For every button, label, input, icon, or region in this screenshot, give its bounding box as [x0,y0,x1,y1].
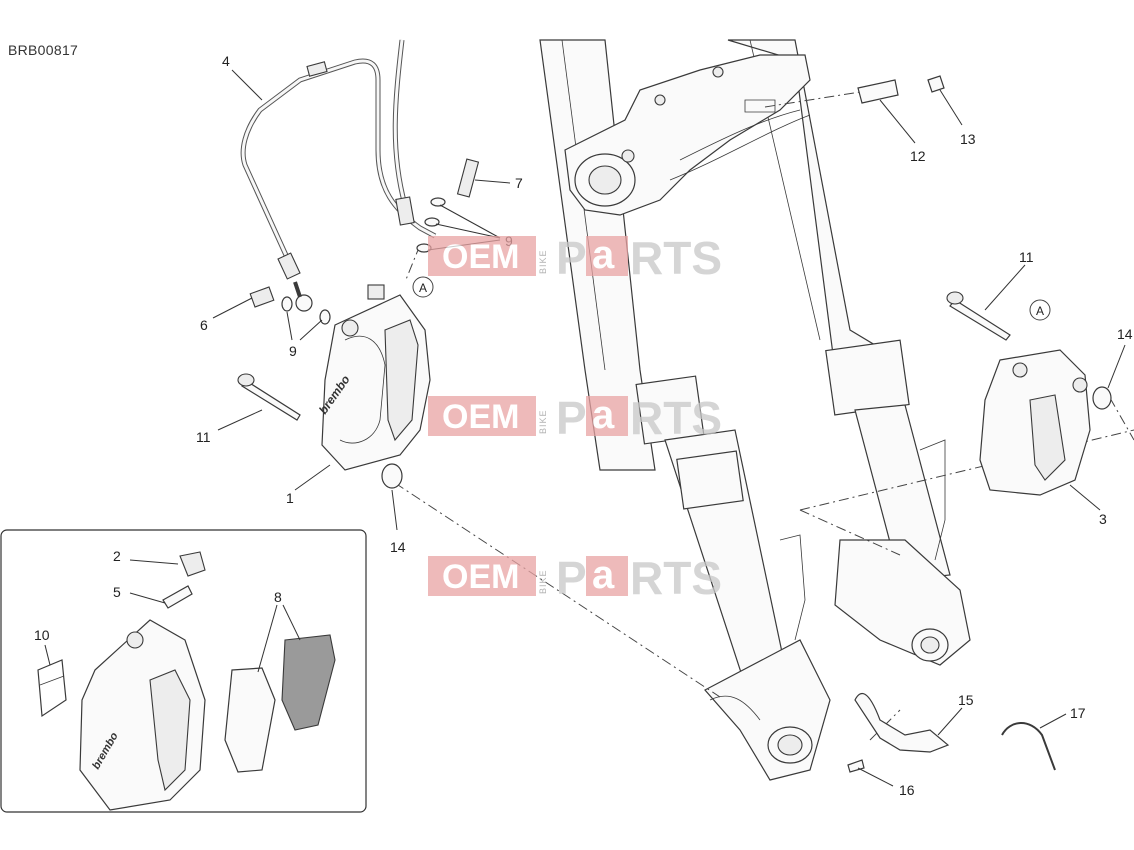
reference-marks: A A [412,276,1051,321]
callout-9-bottom: 9 [289,343,297,359]
fork-assembly [539,39,971,781]
svg-text:BIKE: BIKE [538,569,548,594]
svg-text:OEM: OEM [442,558,519,596]
callout-3: 3 [1099,511,1107,527]
hardware [237,75,1112,773]
brake-hose [240,39,437,312]
svg-text:P: P [556,232,587,284]
svg-text:a: a [592,553,615,597]
callout-13: 13 [960,131,976,147]
svg-text:RTS: RTS [630,392,722,444]
right-brake-caliper [979,349,1091,496]
callout-12: 12 [910,148,926,164]
svg-text:P: P [556,552,587,604]
svg-text:a: a [592,393,615,437]
callout-4: 4 [222,53,230,69]
diagram-code: BRB00817 [8,42,79,58]
callout-2: 2 [113,548,121,564]
callout-14-left: 14 [390,539,406,555]
watermark-bottom: OEM BIKE P a RTS [428,552,722,604]
callout-10: 10 [34,627,50,643]
callout-5: 5 [113,584,121,600]
watermark-middle: OEM BIKE P a RTS [428,392,722,444]
callout-11-left: 11 [196,429,211,445]
leader-lines [44,69,1126,787]
svg-text:BIKE: BIKE [538,249,548,274]
inset-panel: brembo [0,529,367,813]
callout-15: 15 [958,692,974,708]
watermark-top: OEM BIKE P a RTS [428,232,722,284]
callout-17: 17 [1070,705,1086,721]
callout-1: 1 [286,490,294,506]
svg-text:RTS: RTS [630,232,722,284]
callouts: 4 6 7 9 9 11 1 14 12 13 11 14 3 2 5 8 10… [34,53,1133,798]
svg-text:a: a [592,233,615,277]
callout-6: 6 [200,317,208,333]
callout-7: 7 [515,175,523,191]
svg-text:RTS: RTS [630,552,722,604]
callout-8: 8 [274,589,282,605]
svg-text:P: P [556,392,587,444]
callout-14-right: 14 [1117,326,1133,342]
ref-mark-left: A [419,281,427,295]
watermarks: OEM BIKE P a RTS OEM BIKE P a RTS OEM BI… [428,232,722,604]
callout-16: 16 [899,782,915,798]
svg-text:BIKE: BIKE [538,409,548,434]
ref-mark-right: A [1036,304,1044,318]
svg-text:OEM: OEM [442,238,519,276]
left-brake-caliper: brembo [316,284,431,471]
svg-text:OEM: OEM [442,398,519,436]
callout-11-right: 11 [1019,249,1034,265]
